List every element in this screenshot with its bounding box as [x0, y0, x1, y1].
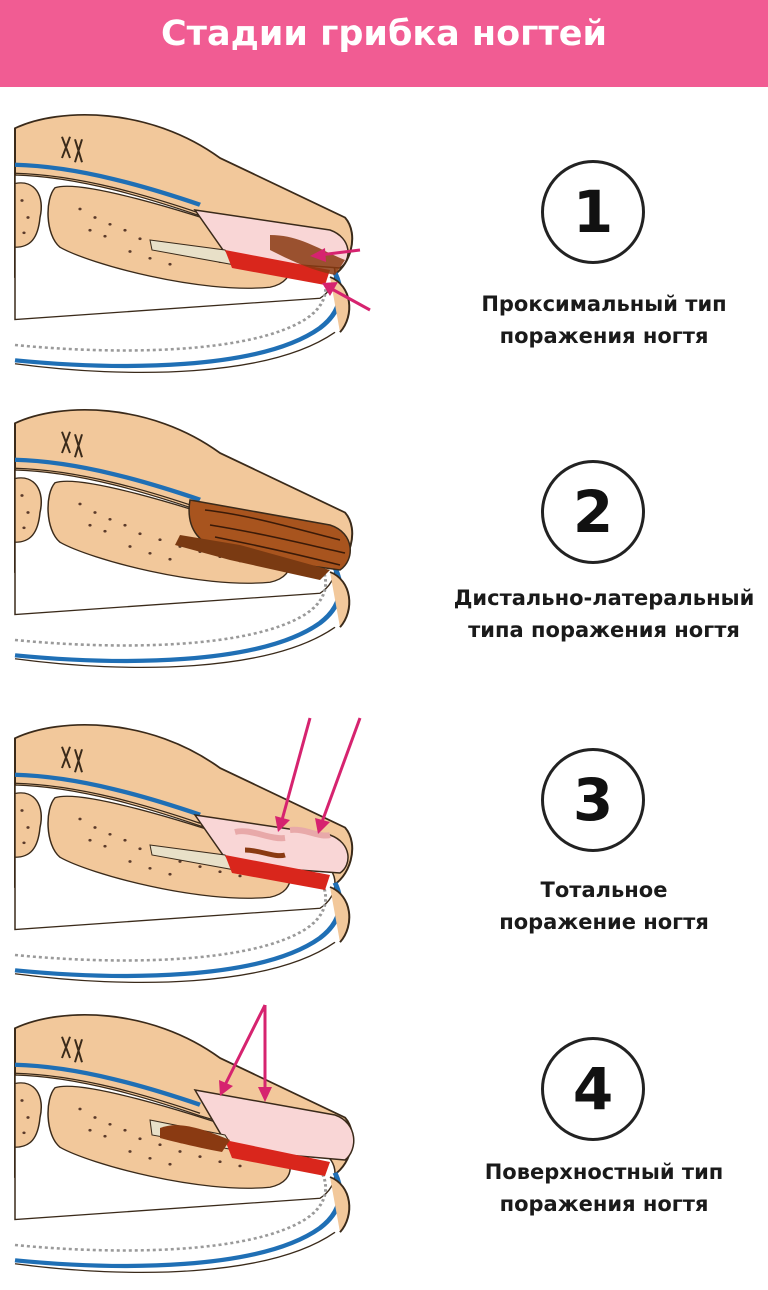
- stage-number-badge: 4: [541, 1037, 645, 1141]
- stage-4: 4 Поверхностный тип поражения ногтя: [0, 990, 768, 1280]
- stage-caption: Проксимальный тип поражения ногтя: [440, 288, 768, 352]
- caption-line: типа поражения ногтя: [468, 618, 740, 642]
- finger-illustration-distal-lateral: [0, 405, 440, 705]
- finger-illustration-superficial: [0, 1004, 440, 1290]
- caption-line: Тотальное: [540, 878, 668, 902]
- caption-line: поражение ногтя: [499, 910, 709, 934]
- stage-caption: Дистально-латеральный типа поражения ног…: [440, 582, 768, 646]
- stage-number-badge: 1: [541, 160, 645, 264]
- caption-line: поражения ногтя: [499, 324, 709, 348]
- stage-3: 3 Тотальное поражение ногтя: [0, 700, 768, 990]
- caption-line: Дистально-латеральный: [453, 586, 755, 610]
- stage-number-badge: 2: [541, 460, 645, 564]
- finger-illustration-proximal: [0, 110, 371, 410]
- page-title: Стадии грибка ногтей: [160, 14, 607, 54]
- stage-1: 1 Проксимальный тип поражения ногтя: [0, 110, 768, 400]
- stage-caption: Поверхностный тип поражения ногтя: [440, 1156, 768, 1220]
- caption-line: Проксимальный тип: [481, 292, 727, 316]
- stage-number-badge: 3: [541, 748, 645, 852]
- stage-caption: Тотальное поражение ногтя: [440, 874, 768, 938]
- header-banner: Стадии грибка ногтей: [0, 0, 768, 87]
- caption-line: Поверхностный тип: [484, 1160, 724, 1184]
- stage-2: 2 Дистально-латеральный типа поражения н…: [0, 405, 768, 695]
- caption-line: поражения ногтя: [499, 1192, 709, 1216]
- finger-illustration-total: [0, 717, 362, 1000]
